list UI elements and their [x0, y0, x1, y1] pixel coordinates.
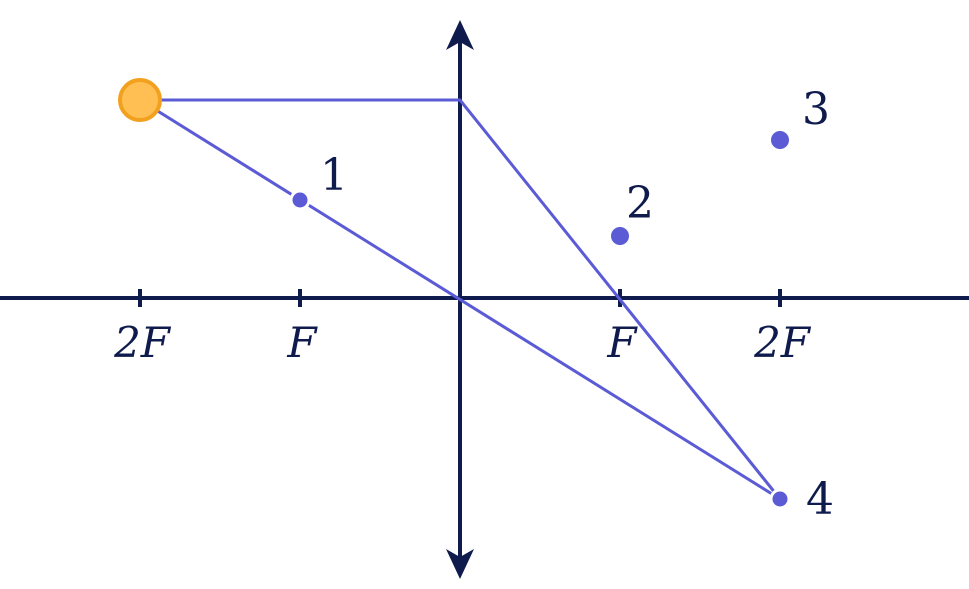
rays	[139, 98, 782, 501]
label-left-2f: 2F	[113, 318, 172, 367]
point-3-label: 3	[802, 84, 830, 135]
point-1-label: 1	[320, 150, 348, 201]
central-ray	[139, 98, 781, 501]
point-2	[611, 227, 629, 245]
label-right-f: F	[606, 318, 638, 367]
point-3	[771, 131, 789, 149]
label-right-2f: 2F	[753, 318, 812, 367]
point-1	[289, 189, 311, 211]
lens-arrow-top-icon	[446, 20, 474, 50]
point-4	[769, 488, 791, 510]
parallel-ray	[140, 98, 782, 500]
lens-arrow-bottom-icon	[446, 549, 474, 579]
label-left-f: F	[286, 318, 318, 367]
source-circle	[118, 78, 162, 122]
point-2-label: 2	[626, 178, 654, 229]
point-4-label: 4	[806, 474, 834, 525]
